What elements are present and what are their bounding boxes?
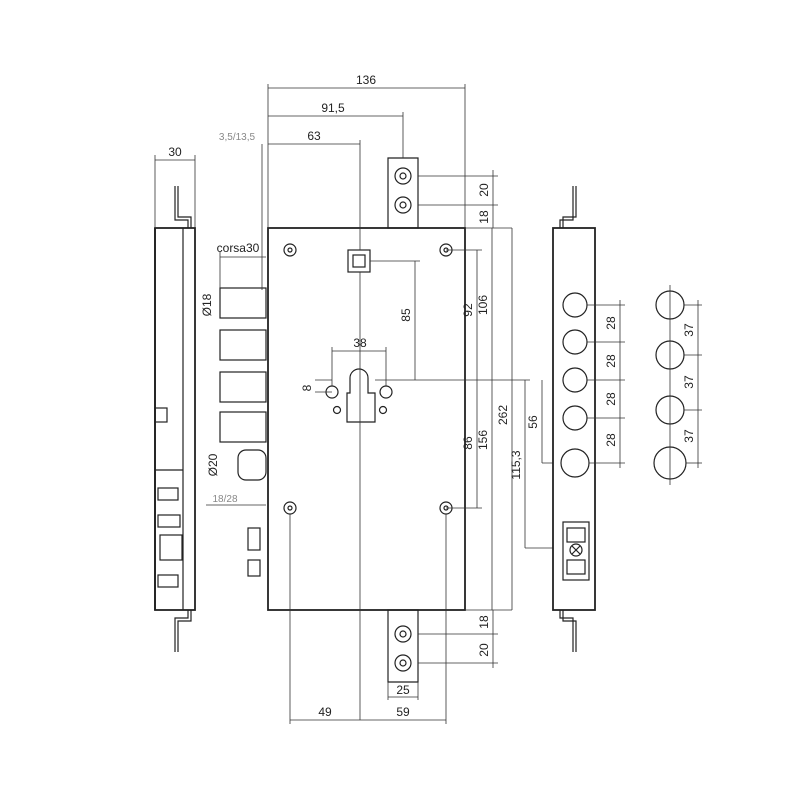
right-dimensions: 20 18 85 92 106 86 156 262 115,3 56 [370,170,575,668]
dim-8: 8 [300,384,314,391]
lock-case [267,227,466,611]
bolt-pitch-1: 28 [604,316,618,330]
dim-91-5: 91,5 [321,101,345,115]
thickness-dim-label: 30 [168,145,182,159]
dim-top-18: 18 [477,210,491,224]
bottom-dimensions: 25 49 59 [289,514,447,724]
dim-85: 85 [399,308,413,322]
dim-56: 56 [526,415,540,429]
dim-bot-20: 20 [477,643,491,657]
dim-49: 49 [318,705,332,719]
cylinder-cutout [346,368,376,423]
dim-top-20: 20 [477,183,491,197]
side-profile-left: 30 [154,145,196,652]
bolt-pitch-2: 28 [604,354,618,368]
latch-bolt [237,449,267,481]
dim-25: 25 [396,683,410,697]
round-pitch-3: 37 [682,429,696,443]
dim-115-3: 115,3 [509,450,523,479]
round-pitch-1: 37 [682,323,696,337]
round-pitch-2: 37 [682,375,696,389]
bolt-pitch-4: 28 [604,433,618,447]
dim-nib: 3,5/13,5 [219,132,256,143]
dim-136: 136 [356,73,376,87]
main-body [267,157,466,683]
dim-63: 63 [307,129,321,143]
stroke-label: corsa30 [217,241,260,255]
dim-156: 156 [476,430,490,450]
cylinder-dimensions: 38 8 [300,272,387,720]
dim-59: 59 [396,705,410,719]
dim-262: 262 [496,405,510,425]
latch-dia-label: Ø20 [206,453,220,476]
side-plate [154,227,196,611]
faceplate-right: 28 28 28 28 [552,186,625,652]
round-bolt-heads: 37 37 37 [653,285,702,485]
bolts-front: corsa30 Ø18 Ø20 18/28 [200,241,267,577]
bolt-pitch-3: 28 [604,392,618,406]
dim-86: 86 [461,436,475,450]
bolt-dia-label: Ø18 [200,293,214,316]
dim-bot-18: 18 [477,615,491,629]
latch-note-label: 18/28 [212,494,237,505]
top-dimensions: 136 91,5 63 3,5/13,5 [219,73,466,290]
dim-106: 106 [476,295,490,315]
dim-92: 92 [461,303,475,317]
